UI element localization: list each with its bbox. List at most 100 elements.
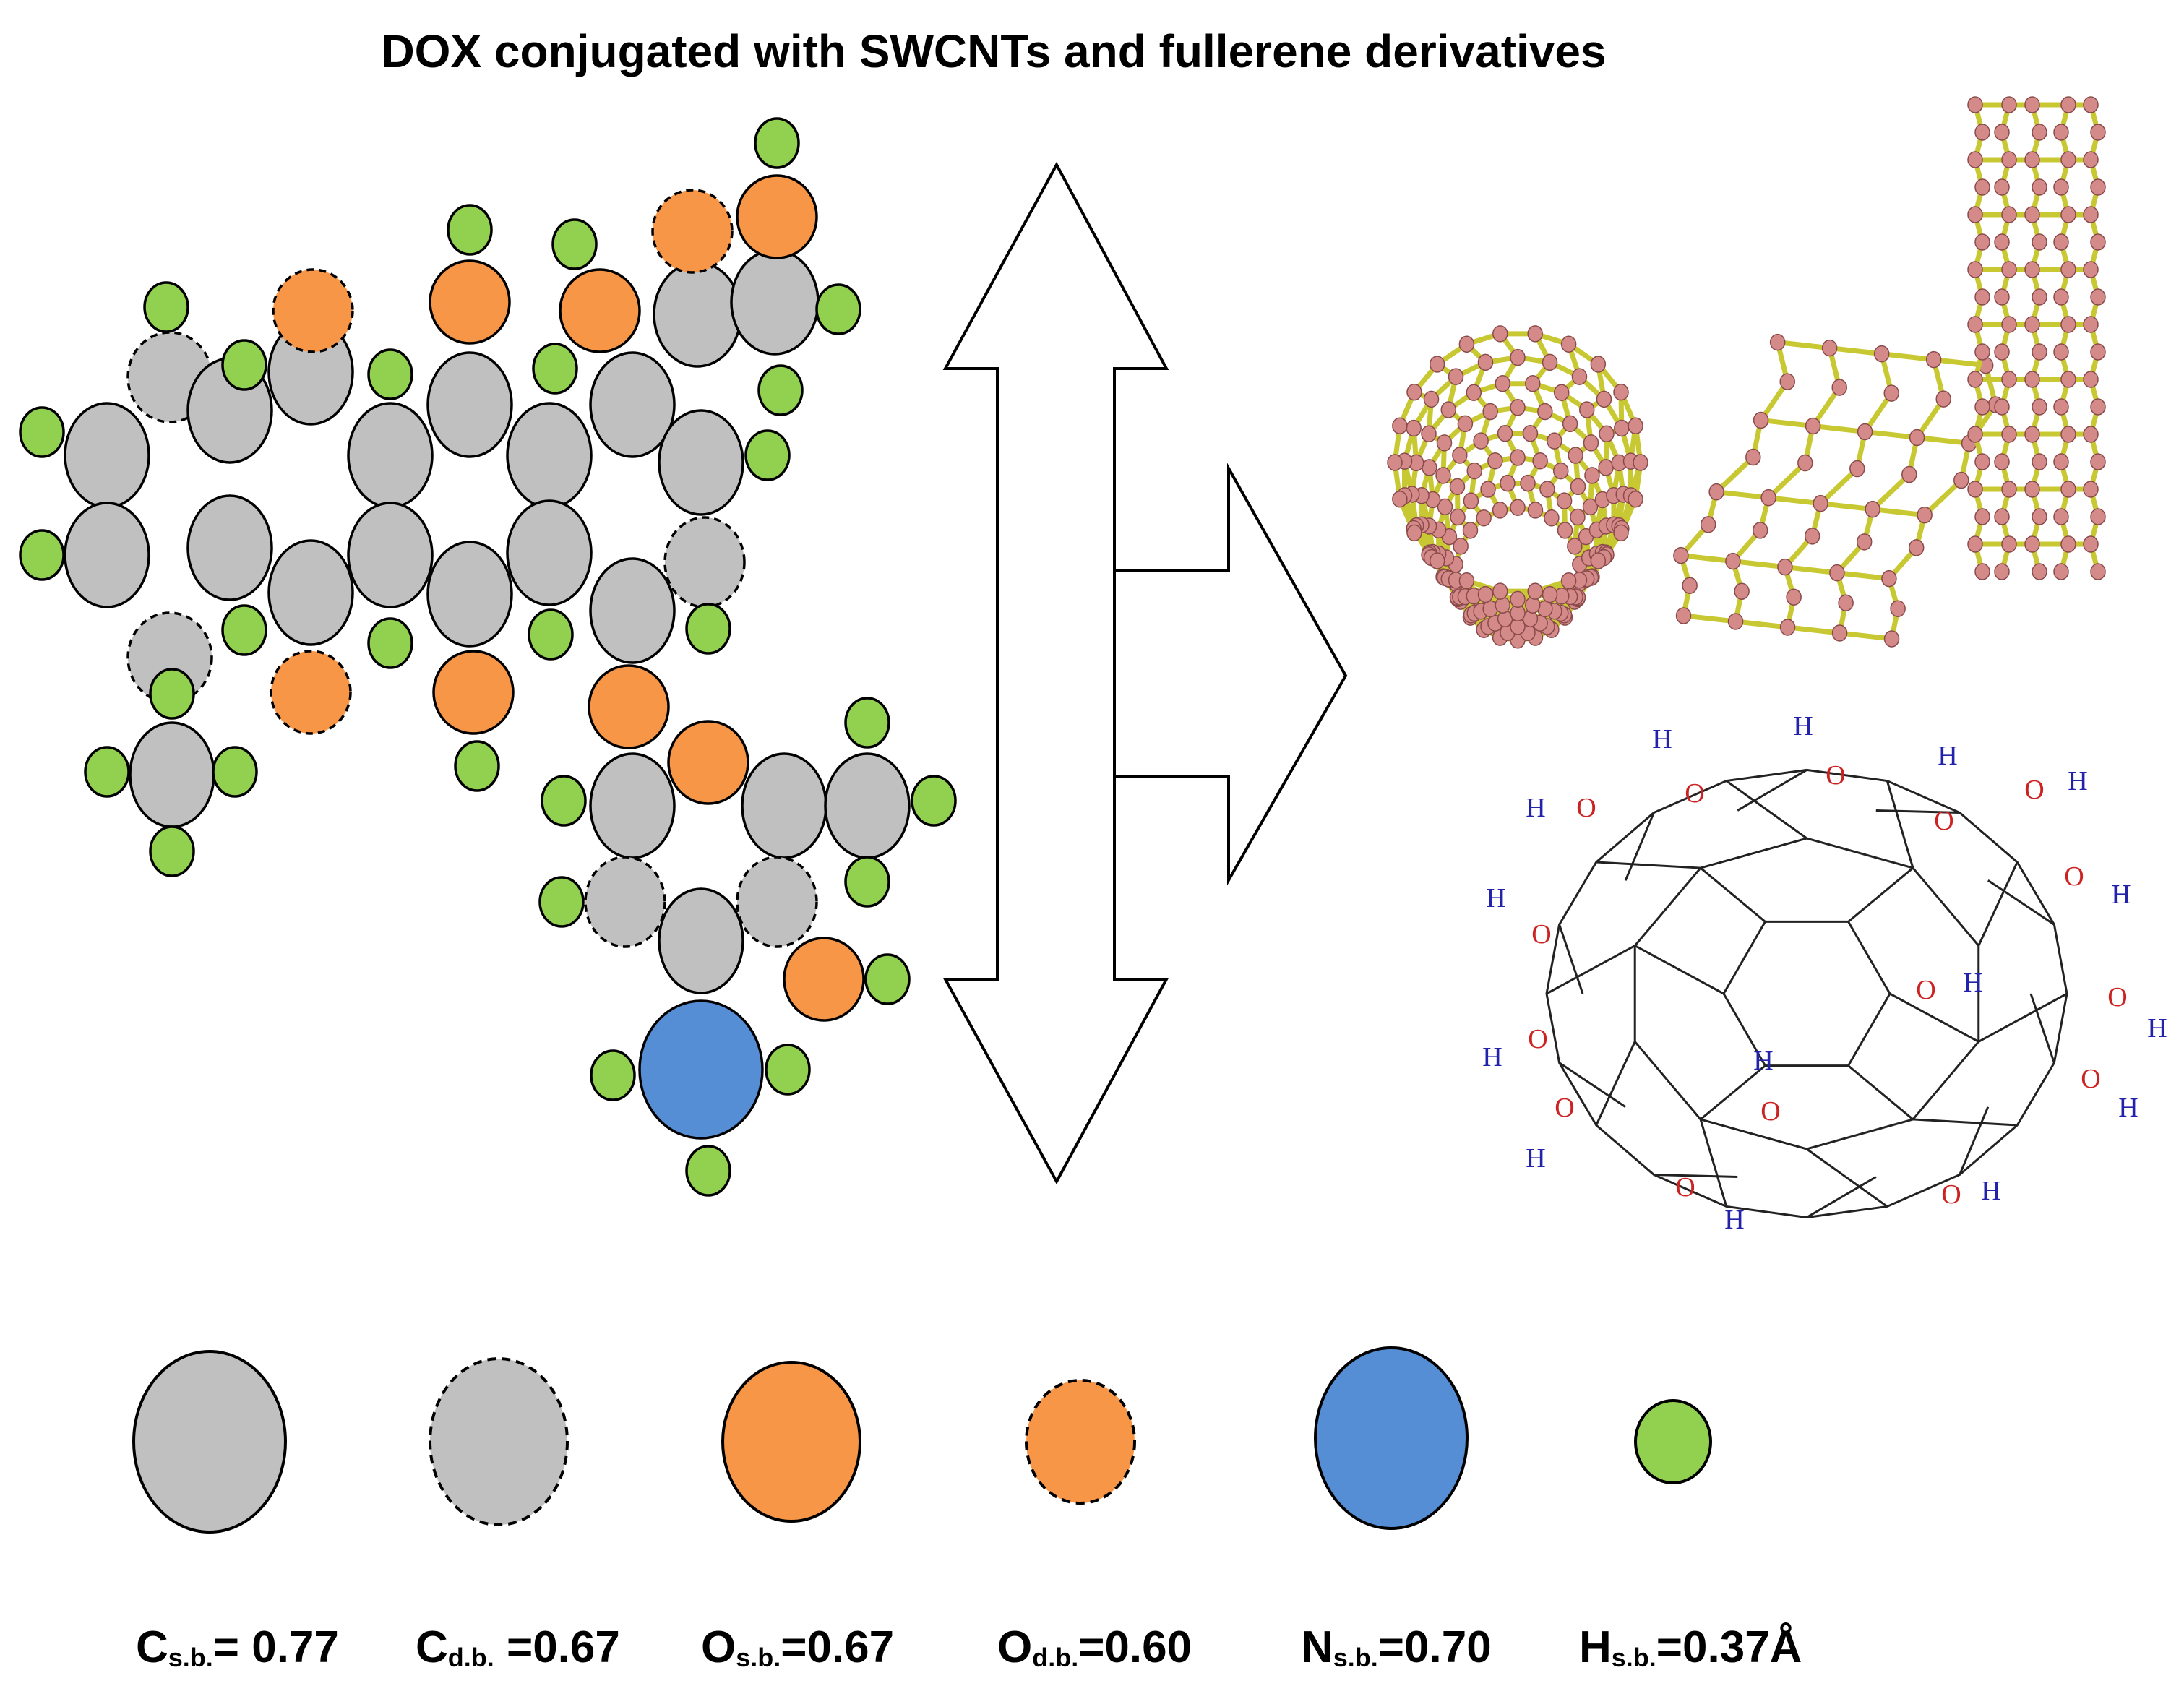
swcnt-end-view	[1387, 325, 1648, 649]
hydroxyl-hydrogen-label: H	[1724, 1205, 1744, 1235]
carbon-atom	[730, 249, 820, 356]
cnt-bond	[1768, 495, 1821, 507]
cnt-atom	[2053, 124, 2069, 141]
double-arrow	[942, 161, 1169, 1185]
cnt-atom	[2032, 233, 2047, 251]
cnt-bond	[1872, 507, 1925, 518]
fullerene-bond	[1959, 1106, 1990, 1176]
cnt-atom	[1570, 508, 1586, 526]
cnt-atom	[1628, 417, 1643, 435]
hydrogen-atom	[454, 740, 500, 792]
cnt-atom	[1492, 502, 1508, 519]
cnt-atom	[1590, 356, 1607, 373]
cnt-atom	[1909, 429, 1925, 447]
cnt-atom	[1510, 399, 1526, 416]
cnt-atom	[1567, 538, 1583, 555]
cnt-atom	[1583, 434, 1599, 452]
cnt-atom	[1477, 585, 1494, 603]
hydroxyl-oxygen-label: O	[2064, 861, 2084, 892]
carbon-atom	[347, 502, 434, 608]
cnt-atom	[1786, 588, 1802, 606]
legend-oxygen-double-swatch	[1025, 1379, 1136, 1505]
fullerene-bond	[1700, 1064, 1766, 1121]
hydroxyl-oxygen-label: O	[1528, 1024, 1547, 1054]
carbon-atom	[129, 721, 215, 828]
cnt-atom	[1994, 343, 2010, 361]
fullerene-bond	[2029, 993, 2055, 1064]
legend-label: Cs.b.= 0.77	[136, 1622, 339, 1672]
hydroxyl-oxygen-label: O	[1555, 1093, 1574, 1123]
cnt-atom	[1510, 590, 1526, 608]
cnt-atom	[1477, 353, 1494, 371]
cnt-atom	[2001, 96, 2017, 113]
cnt-atom	[1613, 524, 1629, 542]
cnt-atom	[2060, 316, 2076, 333]
cnt-atom	[1967, 261, 1983, 278]
cnt-atom	[2060, 426, 2076, 443]
cnt-atom	[1614, 419, 1630, 437]
cnt-atom	[1457, 415, 1474, 433]
cnt-atom	[1901, 465, 1917, 483]
hydrogen-atom	[765, 1044, 811, 1096]
cnt-atom	[1974, 508, 1990, 525]
cnt-atom	[1462, 522, 1479, 539]
cnt-atom	[2083, 316, 2099, 333]
cnt-bond	[1818, 467, 1860, 506]
carbon-atom	[506, 402, 593, 509]
cnt-atom	[1974, 233, 1990, 251]
fullerene-bond	[1977, 861, 2019, 947]
hydroxyl-oxygen-label: O	[2024, 775, 2044, 805]
cnt-atom	[2001, 426, 2017, 443]
fullerene-bond	[1875, 809, 1960, 814]
hydrogen-atom	[84, 746, 130, 798]
hydroxyl-oxygen-label: O	[1576, 793, 1596, 823]
hydroxyl-hydrogen-label: H	[1793, 711, 1813, 741]
cnt-atom	[2024, 371, 2040, 388]
cnt-atom	[2053, 288, 2069, 306]
cnt-atom	[1510, 449, 1526, 466]
hydroxyl-hydrogen-label: H	[1963, 968, 1982, 998]
legend-label: Cd.b. =0.67	[416, 1622, 620, 1672]
cnt-atom	[2090, 343, 2106, 361]
fullerene-bond	[1978, 992, 2068, 1043]
cnt-atom	[1582, 498, 1599, 516]
cnt-atom	[2001, 261, 2017, 278]
cnt-atom	[1542, 585, 1558, 603]
cnt-bond	[1839, 630, 1892, 642]
oxygen-atom	[736, 174, 818, 259]
cnt-atom	[1463, 492, 1479, 509]
cnt-atom	[1440, 401, 1457, 418]
cnt-atom	[2001, 371, 2017, 388]
swcnt-vertical-view	[1967, 96, 2106, 580]
cnt-atom	[1539, 481, 1555, 498]
cnt-bond	[1922, 478, 1964, 517]
cnt-atom	[1838, 594, 1854, 611]
cnt-atom	[1994, 508, 2010, 525]
cnt-atom	[2024, 316, 2040, 333]
legend-carbon-double-swatch	[429, 1357, 569, 1526]
cnt-atom	[1777, 558, 1793, 576]
cnt-bond	[1777, 340, 1831, 351]
cnt-atom	[1495, 375, 1510, 392]
cnt-atom	[1908, 539, 1925, 556]
cnt-atom	[2090, 124, 2106, 141]
cnt-atom	[1953, 471, 1969, 489]
cnt-atom	[2083, 151, 2099, 168]
cnt-atom	[1881, 569, 1897, 588]
cnt-atom	[1435, 467, 1451, 484]
nitrogen-atom	[638, 999, 764, 1140]
cnt-atom	[1466, 462, 1483, 480]
hydrogen-atom	[754, 117, 800, 169]
cnt-atom	[1553, 384, 1570, 401]
cnt-bond	[1865, 429, 1917, 440]
cnt-atom	[2024, 151, 2040, 168]
oxygen-double-bond-atom	[651, 189, 734, 274]
cnt-atom	[2090, 508, 2106, 525]
cnt-atom	[1387, 454, 1403, 471]
cnt-atom	[1974, 343, 1990, 361]
cnt-atom	[1967, 96, 1983, 113]
cnt-atom	[1510, 499, 1526, 516]
cnt-atom	[1628, 490, 1643, 508]
legend-label: Od.b.=0.60	[997, 1622, 1192, 1672]
fullerene-bond	[1558, 1062, 1627, 1108]
